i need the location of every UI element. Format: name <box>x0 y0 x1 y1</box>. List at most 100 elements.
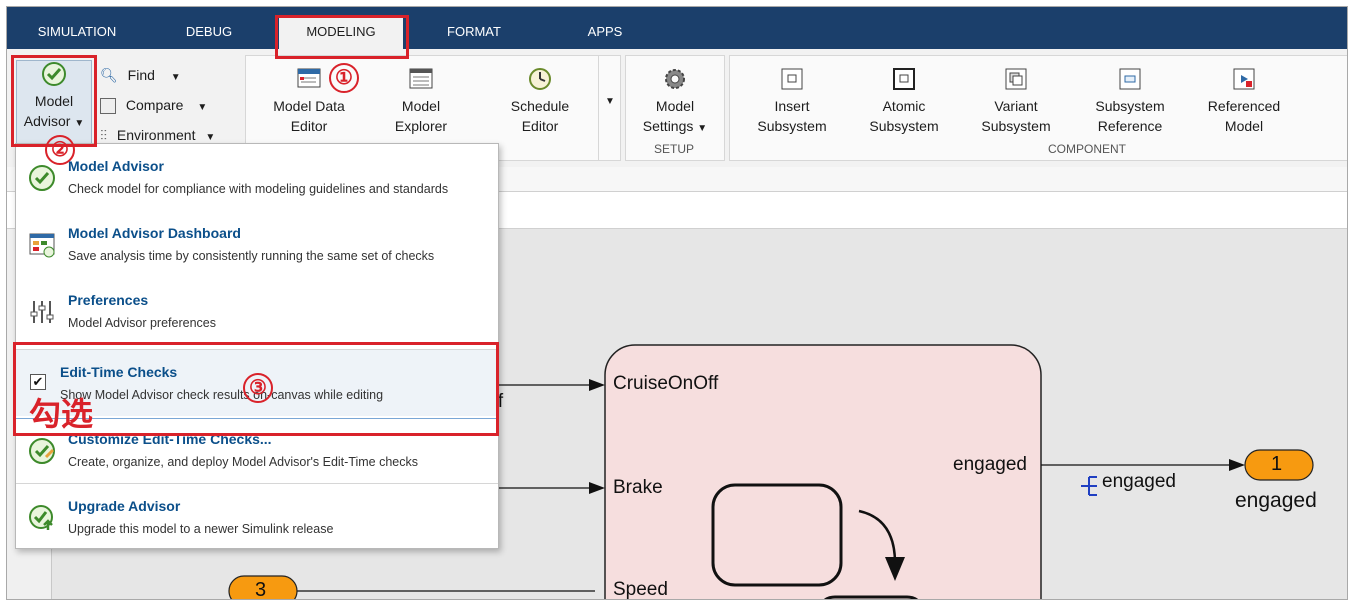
compare-label: Compare <box>125 97 184 113</box>
annotation-step-2: ② <box>45 135 75 165</box>
port-label-speed: Speed <box>613 579 668 600</box>
environment-sliders-icon: ⫶⫶ <box>100 127 107 143</box>
signal-tag-icon <box>1081 476 1097 496</box>
design-gallery-expand[interactable]: ▼ <box>598 56 620 160</box>
referenced-model-button[interactable]: Referenced Model <box>1194 66 1294 136</box>
model-data-editor-button[interactable]: Model Data Editor <box>254 66 364 136</box>
component-group: Insert Subsystem Atomic Subsystem Varian… <box>729 55 1347 161</box>
model-explorer-label-2: Explorer <box>394 118 448 134</box>
subsystem-reference-button[interactable]: Subsystem Reference <box>1080 66 1180 136</box>
transition-arrowhead <box>885 557 905 581</box>
model-advisor-button[interactable]: Model Advisor ▼ <box>16 60 92 150</box>
arrowhead <box>589 482 605 494</box>
atomic-subsystem-label-2: Subsystem <box>869 118 939 134</box>
menu-item-title: Upgrade Advisor <box>68 498 181 514</box>
menu-item-description: Model Advisor preferences <box>68 316 216 330</box>
variant-subsystem-label-2: Subsystem <box>981 118 1051 134</box>
find-label: Find <box>127 67 155 83</box>
port-label-cruiseonoff: CruiseOnOff <box>613 373 719 394</box>
menu-separator <box>16 483 498 484</box>
model-advisor-label-1: Model <box>34 93 74 109</box>
dashboard-icon <box>29 233 55 258</box>
model-explorer-button[interactable]: Model Explorer <box>376 66 466 136</box>
referenced-model-label-1: Referenced <box>1207 98 1281 114</box>
subsystem-reference-label-2: Reference <box>1097 118 1163 134</box>
variant-subsystem-button[interactable]: Variant Subsystem <box>968 66 1064 136</box>
atomic-subsystem-button[interactable]: Atomic Subsystem <box>856 66 952 136</box>
tab-format[interactable]: FORMAT <box>447 24 501 39</box>
referenced-model-label-2: Model <box>1224 118 1264 134</box>
tab-apps[interactable]: APPS <box>587 24 623 39</box>
annotation-check-text: 勾选 <box>29 396 94 432</box>
arrowhead <box>589 379 605 391</box>
search-icon: 🔍︎ <box>100 67 118 83</box>
menu-item-description: Upgrade this model to a newer Simulink r… <box>68 522 334 536</box>
upgrade-advisor-icon <box>29 505 53 530</box>
data-editor-icon <box>297 68 321 88</box>
model-settings-label-2: Settings <box>642 118 694 134</box>
tab-simulation[interactable]: SIMULATION <box>37 24 117 39</box>
menu-separator <box>16 418 498 419</box>
edit-time-checks-checkbox[interactable]: ✔ <box>30 374 46 390</box>
menu-item-description: Create, organize, and deploy Model Advis… <box>68 455 419 469</box>
compare-button[interactable]: Compare ▼ <box>100 94 207 116</box>
menu-item-model-advisor[interactable]: Model Advisor Check model for compliance… <box>16 144 498 210</box>
port-label-brake: Brake <box>613 477 663 498</box>
find-button[interactable]: 🔍︎ Find ▼ <box>100 64 181 86</box>
outport-block[interactable] <box>1244 449 1314 481</box>
chevron-down-icon: ▼ <box>197 102 208 113</box>
signal-label-engaged: engaged <box>1102 471 1176 492</box>
sliders-icon <box>30 301 54 323</box>
state-box[interactable] <box>711 483 843 587</box>
schedule-editor-label-1: Schedule <box>510 98 570 114</box>
insert-subsystem-label-2: Subsystem <box>757 118 827 134</box>
schedule-editor-button[interactable]: Schedule Editor <box>490 66 590 136</box>
menu-item-model-advisor-dashboard[interactable]: Model Advisor Dashboard Save analysis ti… <box>16 211 498 277</box>
variant-subsystem-label-1: Variant <box>994 98 1038 114</box>
menu-item-description: Show Model Advisor check results on-canv… <box>60 388 384 402</box>
chevron-down-icon: ▼ <box>605 96 615 107</box>
matlab-window: SIMULATION DEBUG MODELING FORMAT APPS Mo… <box>6 6 1348 600</box>
check-circle-icon <box>42 62 66 86</box>
compare-icon <box>100 98 116 115</box>
referenced-model-icon <box>1233 68 1255 90</box>
annotation-step-3: ③ <box>243 373 273 403</box>
menu-item-edit-time-checks[interactable]: ✔ Edit-Time Checks Show Model Advisor ch… <box>16 350 498 416</box>
outport-number: 1 <box>1271 453 1283 475</box>
menu-item-title: Edit-Time Checks <box>60 364 178 380</box>
subsystem-reference-icon <box>1119 68 1141 90</box>
customize-check-icon <box>29 438 55 464</box>
annotation-box-edit-time-checks <box>13 342 499 436</box>
component-group-label: COMPONENT <box>1048 142 1126 156</box>
tab-modeling[interactable]: MODELING <box>279 15 403 49</box>
menu-item-title: Model Advisor <box>68 158 164 174</box>
menu-separator <box>16 349 498 350</box>
menu-item-upgrade-advisor[interactable]: Upgrade Advisor Upgrade this model to a … <box>16 484 498 550</box>
subsystem-reference-label-1: Subsystem <box>1095 98 1165 114</box>
check-circle-icon <box>29 165 55 191</box>
chevron-down-icon: ▼ <box>74 118 85 129</box>
model-advisor-label-2: Advisor <box>23 113 71 129</box>
tab-debug[interactable]: DEBUG <box>185 24 233 39</box>
model-explorer-label-1: Model <box>401 98 441 114</box>
menu-item-title: Model Advisor Dashboard <box>68 225 241 241</box>
chevron-down-icon: ▼ <box>697 123 708 134</box>
insert-subsystem-label-1: Insert <box>774 98 810 114</box>
annotation-box-model-advisor <box>11 55 97 147</box>
atomic-subsystem-icon <box>893 68 915 90</box>
menu-item-preferences[interactable]: Preferences Model Advisor preferences <box>16 278 498 344</box>
atomic-subsystem-label-1: Atomic <box>882 98 926 114</box>
environment-button[interactable]: ⫶⫶ Environment ▼ <box>100 124 215 146</box>
variant-subsystem-icon <box>1005 68 1027 90</box>
chevron-down-icon: ▼ <box>170 72 181 83</box>
menu-item-title: Preferences <box>68 292 149 308</box>
state-box-2[interactable] <box>821 595 921 599</box>
diagram-layer <box>228 344 1314 599</box>
model-settings-button[interactable]: Model Settings ▼ <box>630 66 720 139</box>
insert-subsystem-button[interactable]: Insert Subsystem <box>744 66 840 136</box>
inport-block[interactable] <box>228 575 298 599</box>
transition-arrow[interactable] <box>858 509 897 564</box>
setup-group: Model Settings ▼ SETUP <box>625 55 725 161</box>
chevron-down-icon: ▼ <box>205 132 216 143</box>
arrowhead <box>1229 459 1245 471</box>
